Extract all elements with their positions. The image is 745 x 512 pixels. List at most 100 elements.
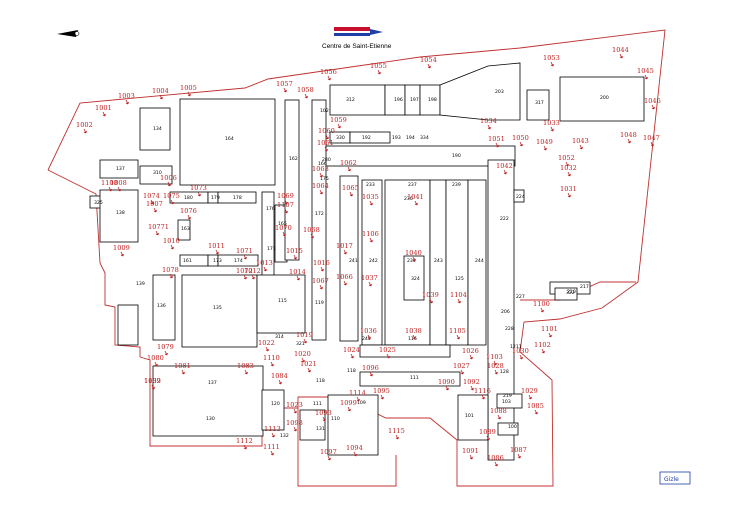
marker-arrow-icon (319, 172, 323, 178)
building-number: 138 (116, 210, 125, 216)
map-marker-label: 1067 (312, 277, 329, 285)
map-marker-label: 1041 (407, 193, 424, 201)
marker-arrow-icon (487, 124, 491, 130)
building (177, 219, 191, 241)
building-number: 180 (184, 195, 193, 201)
map-marker-label: 1020 (294, 350, 311, 358)
map-marker-label: 1111 (263, 443, 280, 451)
building-number: 233 (366, 182, 375, 188)
building-number: 310 (153, 170, 162, 176)
building (329, 84, 386, 116)
marker-arrow-icon (319, 284, 323, 290)
map-marker-label: 1074 (143, 192, 160, 200)
building-number: 120 (271, 401, 280, 407)
map-marker-label: 1079 (157, 343, 174, 351)
map-marker-label: 1023 (286, 401, 303, 409)
map-marker-label: 1049 (536, 138, 553, 146)
building-number: 136 (157, 303, 166, 309)
map-marker-label: 1061 (317, 139, 334, 147)
building-number: 239 (452, 182, 461, 188)
map-marker-label: 1031 (560, 185, 577, 193)
map-marker-label: 1043 (572, 137, 589, 145)
marker-arrow-icon (278, 379, 282, 385)
building (439, 62, 521, 121)
map-marker-label: 1087 (510, 446, 527, 454)
building-number: 228 (505, 326, 514, 332)
marker-arrow-icon (519, 141, 523, 147)
building-number: 330 (336, 135, 345, 141)
building-number: 321 (296, 341, 305, 347)
marker-arrow-icon (567, 192, 571, 198)
map-marker-label: 1016 (313, 259, 330, 267)
marker-arrow-icon (102, 111, 106, 117)
building-number: 193 (392, 135, 401, 141)
map-marker-label: 1093 (315, 409, 332, 417)
building-number: 280 (322, 157, 331, 163)
map-marker-label: 1032 (560, 164, 577, 172)
map-marker-label: 1034 (480, 117, 497, 125)
map-marker-label: 1037 (361, 274, 378, 282)
marker-arrow-icon (494, 369, 498, 375)
building-number: 237 (408, 182, 417, 188)
map-marker-label: 1030 (512, 347, 529, 355)
building (99, 159, 139, 179)
building-number: 322 (566, 290, 575, 296)
map-marker-label: 1089 (479, 428, 496, 436)
map-marker-label: 1106 (362, 230, 379, 238)
marker-arrow-icon (541, 348, 545, 354)
building-number: 200 (600, 95, 609, 101)
marker-arrow-icon (412, 256, 416, 262)
marker-arrow-icon (412, 334, 416, 340)
map-marker-label: 1107 (277, 201, 294, 209)
map-marker-label: 1091 (462, 447, 479, 455)
map-marker-label: 1015 (286, 247, 303, 255)
marker-arrow-icon (565, 161, 569, 167)
marker-arrow-icon (369, 200, 373, 206)
map-marker-label: 1070 (275, 224, 292, 232)
building-number: 166 (318, 161, 327, 167)
marker-arrow-icon (324, 146, 328, 152)
marker-arrow-icon (164, 350, 168, 356)
marker-arrow-icon (367, 334, 371, 340)
marker-arrow-icon (293, 426, 297, 432)
map-marker-label: 1059 (330, 116, 347, 124)
building-number: 116 (408, 336, 417, 342)
marker-arrow-icon (270, 361, 274, 367)
map-marker-label: 1057 (276, 80, 293, 88)
map-marker-label: 1082 (144, 377, 161, 385)
building-number: 137 (208, 380, 217, 386)
building (217, 191, 257, 204)
building-number: 230 (407, 258, 416, 264)
marker-arrow-icon (495, 142, 499, 148)
map-marker-label: 1105 (449, 327, 466, 335)
marker-arrow-icon (377, 69, 381, 75)
marker-arrow-icon (429, 298, 433, 304)
marker-arrow-icon (627, 138, 631, 144)
marker-arrow-icon (303, 338, 307, 344)
marker-arrow-icon (170, 199, 174, 205)
map-marker-label: 1025 (379, 346, 396, 354)
building-number: 317 (535, 100, 544, 106)
map-marker-label: 1004 (152, 87, 169, 95)
marker-arrow-icon (619, 53, 623, 59)
building-number: 111 (313, 401, 322, 407)
footer-logo-text: Gizle (664, 476, 679, 483)
building (403, 255, 425, 301)
building-number: 115 (278, 298, 287, 304)
marker-arrow-icon (215, 249, 219, 255)
map-marker-label: 1060 (318, 127, 335, 135)
marker-arrow-icon (343, 249, 347, 255)
building-number: 173 (213, 258, 222, 264)
map-marker-label: 1036 (360, 327, 377, 335)
map-marker-label: 1086 (487, 454, 504, 462)
building (299, 409, 326, 441)
marker-arrow-icon (395, 434, 399, 440)
north-arrow-icon (57, 30, 80, 37)
map-marker-label: 1019 (296, 331, 313, 339)
map-marker-label: 1090 (438, 378, 455, 386)
map-marker-label: 1108 (101, 179, 118, 187)
marker-arrow-icon (386, 353, 390, 359)
building-number: 236 (404, 196, 413, 202)
building (497, 422, 519, 436)
